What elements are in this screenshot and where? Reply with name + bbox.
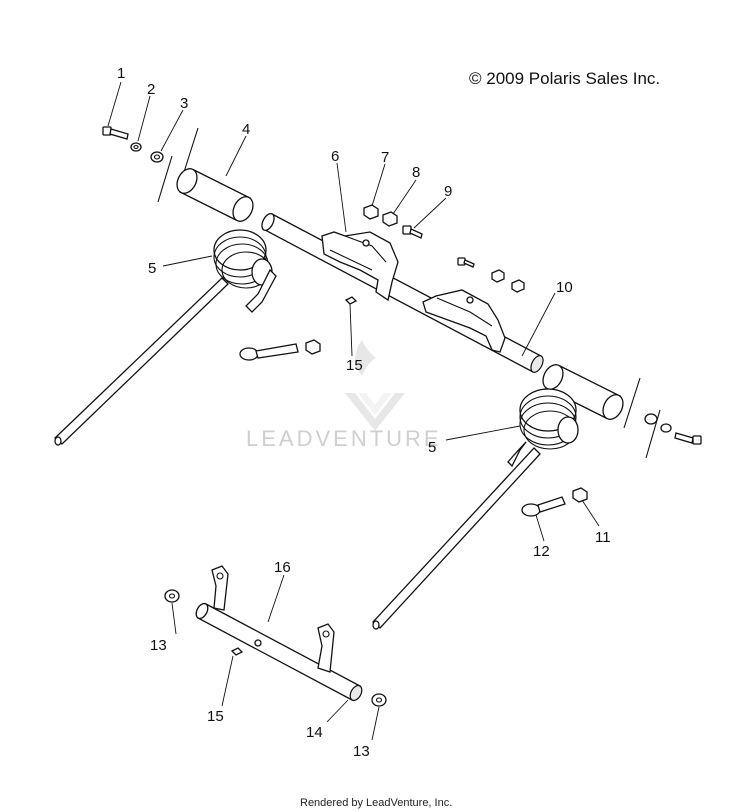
washer-hole xyxy=(375,697,383,703)
callout-5-left: 5 xyxy=(148,260,156,277)
eye-bolt-left xyxy=(239,343,299,361)
callout-6: 6 xyxy=(331,148,339,165)
washer-part-13-left xyxy=(164,589,180,603)
shaft-assembly-part-16 xyxy=(195,565,363,702)
bolt-right xyxy=(674,432,702,445)
nut-middle xyxy=(511,279,525,293)
callout-10: 10 xyxy=(556,279,573,296)
washer-part-2 xyxy=(130,142,142,152)
callout-14: 14 xyxy=(306,724,323,741)
break-line xyxy=(183,127,199,173)
callout-13-left: 13 xyxy=(150,637,167,654)
nut-left xyxy=(305,339,321,355)
break-line xyxy=(645,409,661,459)
callout-11: 11 xyxy=(595,529,611,546)
eye-bolt-part-12 xyxy=(521,496,566,517)
washer-right xyxy=(660,423,672,433)
callout-7: 7 xyxy=(381,149,389,166)
leadventure-watermark-logo xyxy=(345,340,405,431)
callout-12: 12 xyxy=(533,543,550,560)
break-line xyxy=(623,377,641,429)
footer-text: Rendered by LeadVenture, Inc. xyxy=(300,797,452,809)
bushing-part-4 xyxy=(176,168,254,222)
callout-4: 4 xyxy=(242,121,250,138)
nut-part-7 xyxy=(363,204,379,220)
washer-part-13-right xyxy=(371,693,387,707)
washer-part-3 xyxy=(150,151,164,163)
callout-2: 2 xyxy=(147,81,155,98)
clip-part-15-upper xyxy=(344,296,358,305)
bolt-part-1 xyxy=(102,126,129,140)
bracket-part-6 xyxy=(321,231,399,302)
callout-15-upper: 15 xyxy=(346,357,363,374)
shaft-part-10 xyxy=(261,213,544,373)
watermark-text: LEADVENTURE xyxy=(246,426,442,451)
leader-lines xyxy=(107,81,600,741)
callout-15-lower: 15 xyxy=(207,708,224,725)
spring-part-5-right xyxy=(372,388,579,630)
bolt-part-9 xyxy=(402,225,423,239)
bracket-right xyxy=(422,289,506,353)
break-line xyxy=(157,155,173,203)
callout-9: 9 xyxy=(444,183,452,200)
nut-part-8 xyxy=(382,211,398,227)
callout-1: 1 xyxy=(117,65,125,82)
nut-middle xyxy=(491,269,505,283)
callout-8: 8 xyxy=(412,164,420,181)
clip-part-15-lower xyxy=(230,647,244,656)
callout-5-right: 5 xyxy=(428,439,436,456)
washer-hole xyxy=(153,154,161,160)
bolt-middle xyxy=(457,257,475,268)
callout-16: 16 xyxy=(274,559,291,576)
washer-right xyxy=(644,413,658,425)
bushing-right xyxy=(542,364,624,420)
callout-13-right: 13 xyxy=(353,743,370,760)
copyright-text: © 2009 Polaris Sales Inc. xyxy=(469,69,660,88)
nut-part-11 xyxy=(572,487,588,503)
washer-hole xyxy=(168,593,176,599)
spring-part-5-left xyxy=(54,229,277,446)
callout-3: 3 xyxy=(180,95,188,112)
washer-hole xyxy=(133,144,139,150)
